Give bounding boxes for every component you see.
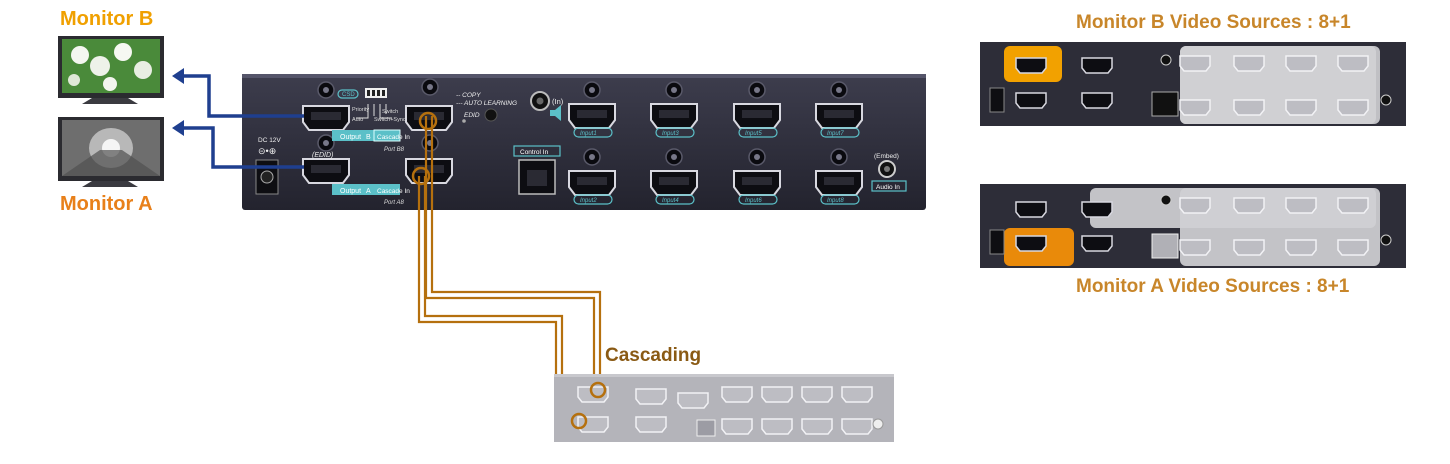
hdmi-port-icon	[302, 105, 350, 131]
input-label: Input2	[580, 198, 597, 204]
csd-label: CSD	[342, 92, 355, 98]
input-label: Input5	[745, 131, 762, 137]
cascade-in-b-label: Cascade In	[377, 134, 410, 141]
cascade-in-a-label: Cascade In	[377, 188, 410, 195]
output-a-letter: A	[366, 188, 371, 195]
monitor-a-sources-device	[980, 184, 1406, 268]
input-label: Input7	[827, 131, 844, 137]
copy-label: -- COPY	[456, 92, 481, 99]
monitor-a-label: Monitor A	[60, 193, 153, 215]
control-in-label: Control In	[520, 149, 549, 156]
cascaded-device	[554, 374, 894, 442]
audio-in-label: Audio In	[876, 184, 900, 191]
audio-in-jack-label: (In)	[552, 97, 564, 106]
monitor-b-sources-device	[980, 42, 1406, 126]
embed-label: (Embed)	[874, 153, 899, 160]
hdmi-port-icon	[302, 158, 350, 184]
port-a8-label: Port A8	[384, 200, 404, 206]
monitor-b-tv-icon	[58, 36, 164, 104]
monitor-a-tv-icon	[58, 117, 164, 187]
input-label: Input4	[662, 198, 679, 204]
input-label: Input3	[662, 131, 679, 137]
auto-label: Auto	[352, 117, 363, 123]
edid-port-label: (EDID)	[312, 152, 333, 159]
edid-label: EDID	[464, 112, 480, 119]
monitor-b-sources-label: Monitor B Video Sources : 8+1	[1076, 12, 1351, 33]
output-b-label: Output	[340, 134, 361, 141]
auto-learning-label: --- AUTO LEARNING	[456, 100, 517, 107]
cascading-label: Cascading	[605, 345, 702, 366]
output-a-label: Output	[340, 188, 361, 195]
dc-label: DC 12V	[258, 137, 281, 144]
arrow-icon	[172, 68, 184, 84]
port-b8-label: Port B8	[384, 147, 405, 153]
switch-sync-label: Switch+Sync	[374, 117, 406, 123]
dc-symbol: ⊝•⊕	[258, 146, 276, 156]
output-b-arrow-icon	[178, 74, 304, 118]
arrow-icon	[172, 120, 184, 136]
switch-label: Switch	[382, 109, 398, 115]
output-a-arrow-icon	[178, 126, 304, 169]
input-label: Input8	[827, 198, 844, 204]
hdmi-port-icon	[405, 105, 453, 131]
input-label: Input1	[580, 131, 597, 137]
monitor-b-label: Monitor B	[60, 8, 154, 30]
monitor-a-sources-label: Monitor A Video Sources : 8+1	[1076, 276, 1350, 297]
priority-label: Priority	[352, 107, 369, 113]
input-label: Input6	[745, 198, 762, 204]
output-b-letter: B	[366, 134, 371, 141]
